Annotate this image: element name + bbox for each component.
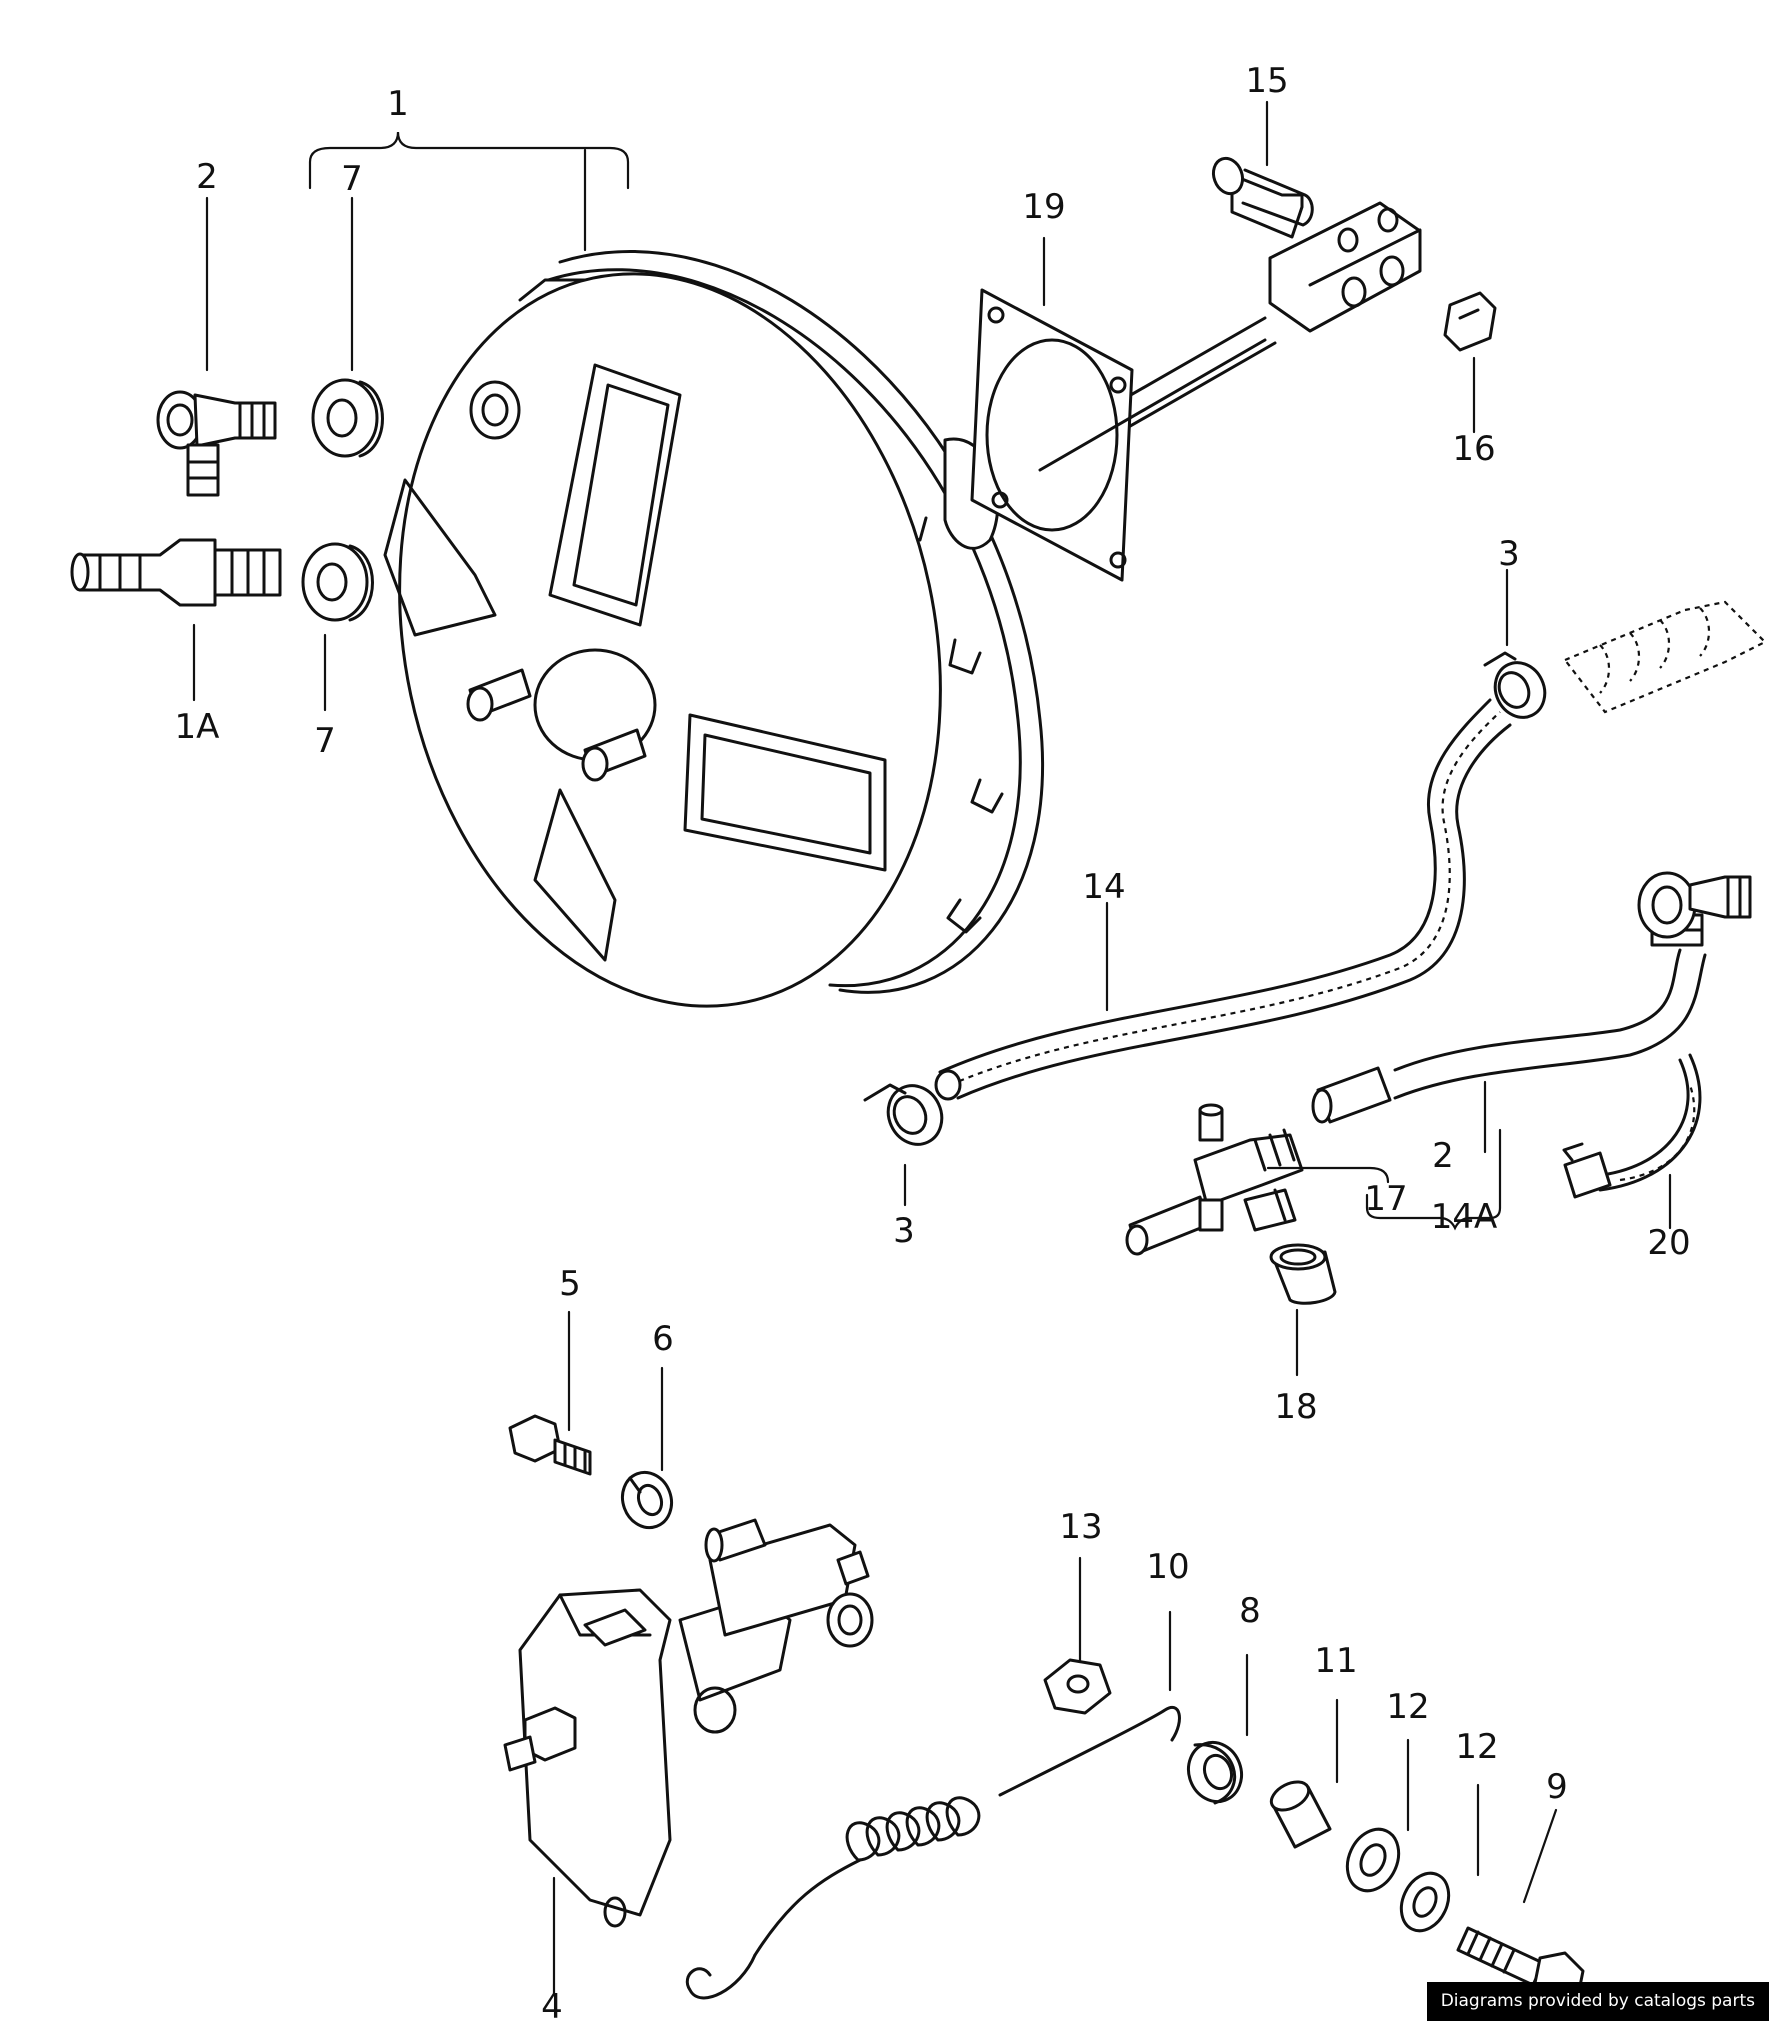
credit-badge: Diagrams provided by catalogs parts [1426, 1982, 1769, 2021]
leader-lines [192, 100, 1672, 1997]
callout-12: 12 [1455, 1727, 1498, 1767]
callout-16: 16 [1452, 429, 1495, 469]
vacuum-hose-14 [934, 698, 1512, 1101]
cable-tie-20 [1562, 1053, 1702, 1199]
callout-8: 8 [1239, 1591, 1261, 1631]
callout-12: 12 [1386, 1687, 1429, 1727]
callout-3: 3 [1498, 534, 1520, 574]
hex-nut-13 [1043, 1658, 1112, 1715]
callout-10: 10 [1146, 1547, 1189, 1587]
spring-clip-16 [1443, 291, 1497, 352]
callout-2: 2 [196, 157, 218, 197]
phantom-connector [1563, 600, 1767, 714]
spring-washer-6 [620, 1470, 674, 1530]
t-piece-17 [1125, 1103, 1304, 1256]
grommet-7-top [311, 378, 384, 458]
callout-7: 7 [314, 721, 336, 761]
callout-18: 18 [1274, 1387, 1317, 1427]
callout-3: 3 [893, 1211, 915, 1251]
callout-13: 13 [1059, 1507, 1102, 1547]
callout-1a: 1A [175, 707, 220, 747]
callout-11: 11 [1314, 1641, 1357, 1681]
callout-6: 6 [652, 1319, 674, 1359]
hose-clamp-3-bottom [863, 1083, 944, 1146]
callout-1: 1 [387, 84, 409, 124]
callout-9: 9 [1546, 1767, 1568, 1807]
bolt-5 [508, 1414, 592, 1476]
callout-7: 7 [341, 159, 363, 199]
callout-4: 4 [541, 1987, 563, 2021]
grommet-7-bottom [301, 542, 374, 622]
sleeve-11 [1269, 1780, 1332, 1849]
clevis-pin-15 [1211, 156, 1314, 239]
vacuum-hose-14a [1311, 871, 1752, 1124]
brake-servo [383, 201, 1422, 1008]
gasket-19 [970, 288, 1267, 582]
hose-clamp-3-top [1483, 651, 1547, 719]
callout-labels: 1 2 7 1A 7 15 19 16 3 14 3 2 17 14A 20 1… [175, 61, 1691, 2021]
callout-14: 14 [1082, 867, 1125, 907]
callout-15: 15 [1245, 61, 1288, 101]
callout-14a: 14A [1431, 1197, 1498, 1237]
callout-5: 5 [559, 1264, 581, 1304]
callout-17: 17 [1364, 1179, 1407, 1219]
pressure-regulator-bracket-4 [503, 1518, 874, 1928]
elbow-connector-2 [156, 390, 277, 497]
washer-12-b [1399, 1871, 1451, 1933]
cap-18 [1269, 1243, 1337, 1305]
washer-12-a [1345, 1827, 1401, 1893]
callout-2: 2 [1432, 1136, 1454, 1176]
callout-20: 20 [1647, 1223, 1690, 1263]
callout-19: 19 [1022, 187, 1065, 227]
tension-spring-10 [686, 1706, 1181, 2000]
bush-8 [1187, 1740, 1243, 1805]
straight-connector-1a [70, 538, 282, 607]
